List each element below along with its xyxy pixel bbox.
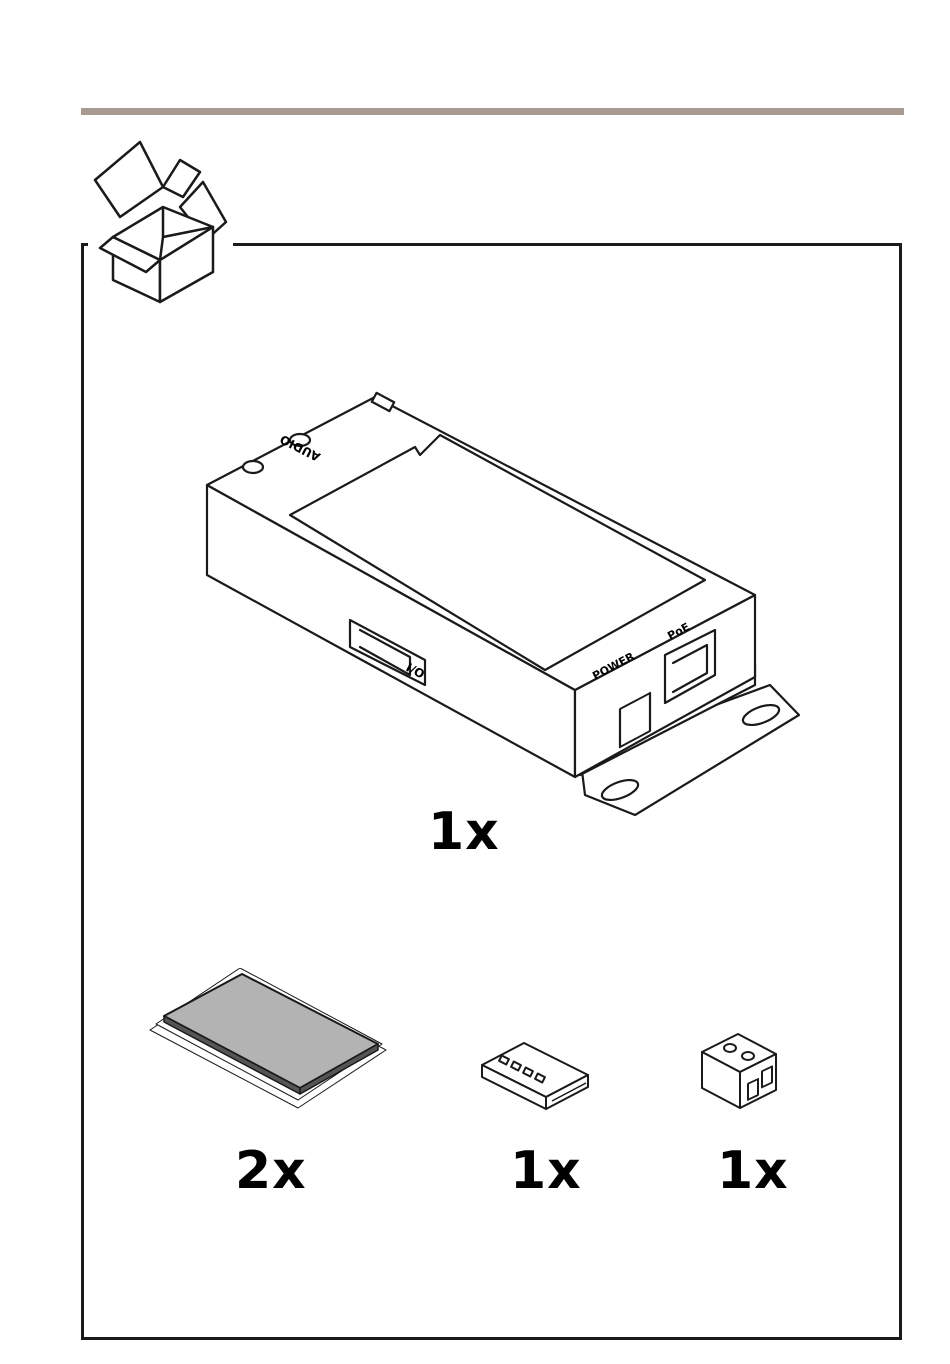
encoder-unit-quantity: 1x: [428, 806, 500, 858]
io-connector-illustration: [476, 1035, 596, 1115]
open-box-icon: [88, 132, 233, 307]
adhesive-pad-quantity: 2x: [235, 1145, 307, 1197]
adhesive-pad-illustration: [148, 968, 388, 1116]
power-terminal-quantity: 1x: [717, 1145, 789, 1197]
section-divider: [81, 108, 904, 115]
encoder-unit-illustration: AUDIO I/O POWER PoE: [195, 385, 805, 820]
power-terminal-illustration: [696, 1028, 782, 1114]
io-connector-quantity: 1x: [510, 1145, 582, 1197]
